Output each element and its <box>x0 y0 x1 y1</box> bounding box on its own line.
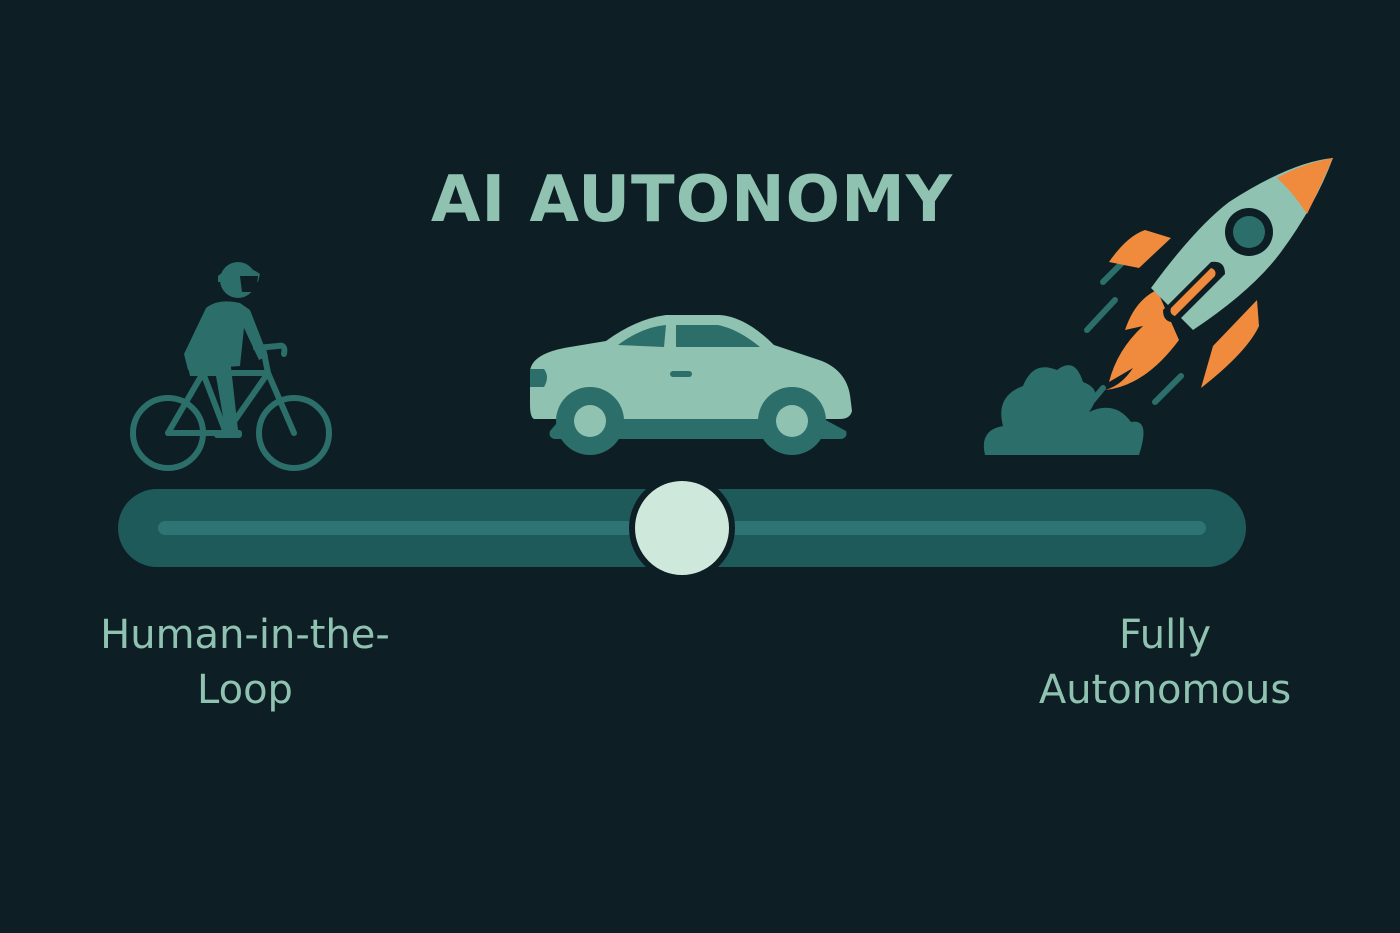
label-human-in-the-loop-line-2: Loop <box>197 667 293 713</box>
label-fully-autonomous-line-2: Autonomous <box>1038 667 1292 713</box>
bicycle-icon <box>130 262 332 471</box>
rocket-icon <box>983 158 1333 455</box>
label-human-in-the-loop-line-1: Human-in-the- <box>100 612 390 658</box>
slider-thumb[interactable] <box>629 475 735 581</box>
diagram-title: AI AUTONOMY <box>430 163 954 237</box>
label-human-in-the-loop: Human-in-the- Loop <box>75 608 415 718</box>
car-icon <box>530 315 852 455</box>
label-fully-autonomous: Fully Autonomous <box>1005 608 1325 718</box>
label-fully-autonomous-line-1: Fully <box>1118 612 1212 658</box>
